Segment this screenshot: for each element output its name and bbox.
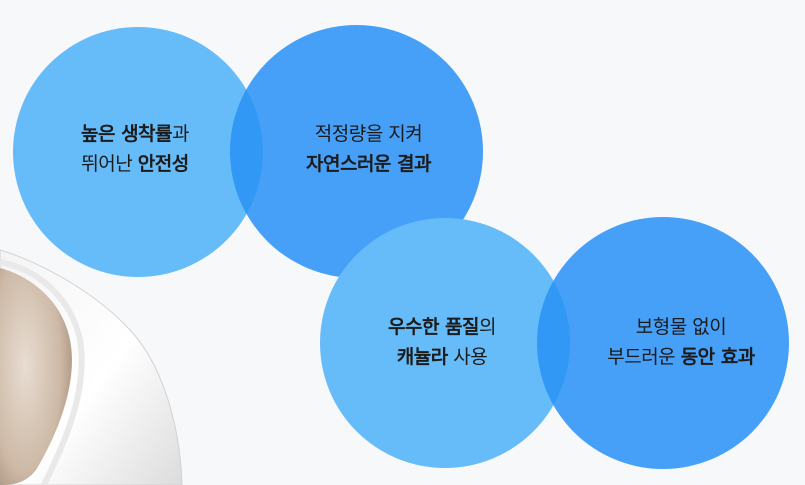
bubble-line: 보형물 없이 (607, 312, 755, 342)
bubble-highlight: 우수한 품질 (388, 316, 480, 338)
bubble-highlight: 동안 효과 (680, 346, 756, 368)
bubble-highlight: 안전성 (137, 153, 189, 175)
feature-bubble-youthful-effect: 보형물 없이 부드러운 동안 효과 (537, 217, 789, 469)
bubble-text: 부드러운 (607, 346, 681, 368)
bubble-text: 적정량을 지켜 (314, 122, 423, 145)
bubble-line: 뛰어난 안전성 (81, 149, 189, 179)
bubble-line: 자연스러운 결과 (306, 149, 431, 179)
feature-bubble-quality-cannula: 우수한 품질의 캐뉼라 사용 (320, 218, 570, 468)
bubble-highlight: 캐뉼라 (396, 346, 448, 368)
feature-bubble-survival-safety: 높은 생착률과 뛰어난 안전성 (13, 27, 263, 277)
bubble-highlight: 높은 생착률 (81, 123, 173, 145)
bubble-line: 적정량을 지켜 (306, 119, 431, 149)
bubble-text: 보형물 없이 (635, 316, 727, 338)
feature-bubble-text: 적정량을 지켜 자연스러운 결과 (306, 119, 431, 179)
feature-bubble-text: 보형물 없이 부드러운 동안 효과 (607, 312, 755, 372)
bubble-highlight: 자연스러운 결과 (306, 152, 431, 175)
feature-bubble-text: 높은 생착률과 뛰어난 안전성 (81, 119, 189, 179)
bubble-text: 과 (172, 123, 189, 145)
bubble-line: 우수한 품질의 (388, 312, 496, 342)
feature-bubble-text: 우수한 품질의 캐뉼라 사용 (388, 312, 496, 372)
bubble-text: 의 (479, 316, 496, 338)
bubble-text: 사용 (447, 346, 488, 368)
bubble-text: 뛰어난 (81, 153, 138, 175)
bubble-line: 부드러운 동안 효과 (607, 342, 755, 372)
bubble-line: 높은 생착률과 (81, 119, 189, 149)
bubble-line: 캐뉼라 사용 (388, 342, 496, 372)
